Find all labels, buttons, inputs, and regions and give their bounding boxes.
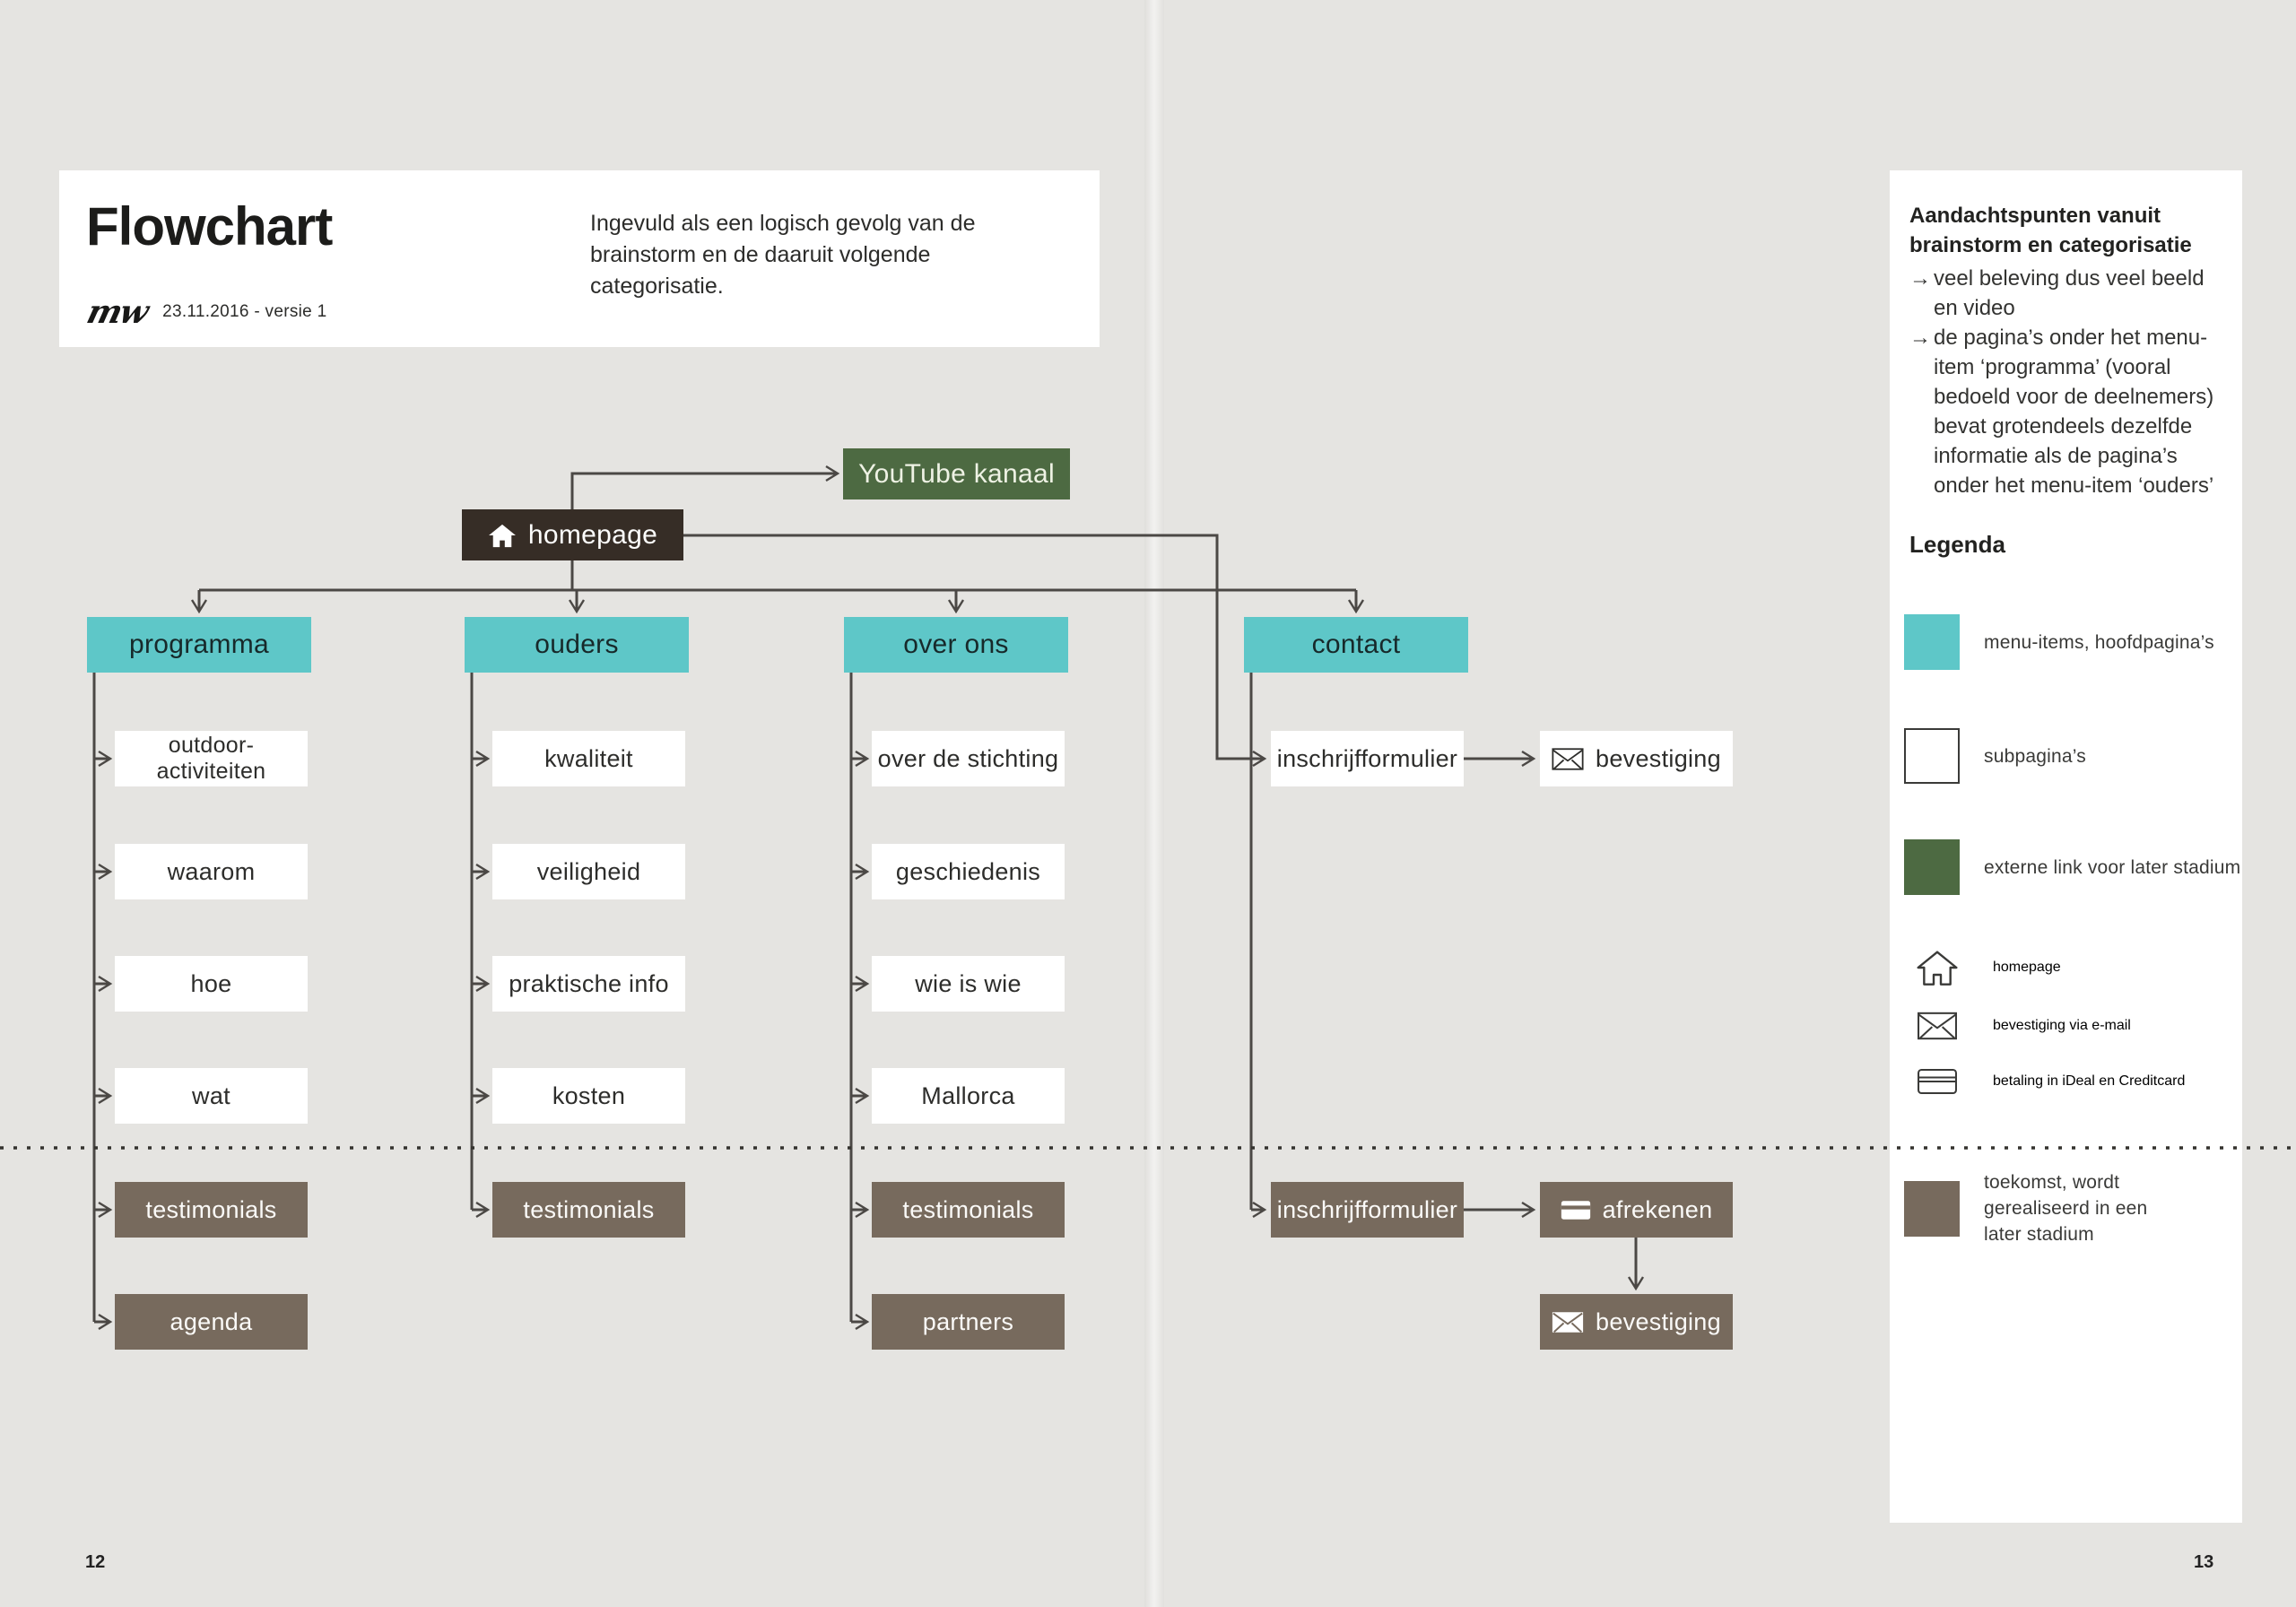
credit-card-icon (1918, 1068, 1957, 1095)
envelope-icon (1552, 747, 1584, 771)
white-swatch (1904, 728, 1960, 784)
node-label: partners (922, 1307, 1014, 1335)
node-bevestiging-future: bevestiging (1540, 1294, 1733, 1350)
node-label: wat (192, 1081, 230, 1109)
credit-card-icon (1561, 1198, 1591, 1222)
legend-label: betaling in iDeal en Creditcard (1993, 1073, 2186, 1089)
legend-label: toekomst, wordt gerealiseerd in een late… (1984, 1172, 2148, 1245)
version-date: 23.11.2016 - versie 1 (162, 302, 327, 321)
legend-item-external-link: externe link voor later stadium (1904, 839, 2240, 895)
node-label: homepage (527, 519, 658, 550)
legend-label: externe link voor later stadium (1984, 856, 2241, 878)
node-label: contact (1311, 630, 1401, 659)
node-outdoor-activiteiten: outdoor-activiteiten (115, 731, 308, 786)
node-label: veiligheid (536, 857, 641, 885)
node-label: Mallorca (921, 1081, 1015, 1109)
node-kosten: kosten (492, 1068, 685, 1124)
node-label: programma (128, 630, 270, 659)
node-menu-over-ons: over ons (844, 617, 1068, 673)
node-waarom: waarom (115, 844, 308, 899)
arrow-bullet-icon: → (1909, 326, 1931, 350)
node-label: agenda (170, 1307, 253, 1335)
node-label: testimonials (902, 1195, 1034, 1223)
node-label: testimonials (145, 1195, 277, 1223)
page-number-right: 13 (2194, 1552, 2214, 1572)
note-item: → veel beleving dus veel beeld en video (1909, 264, 2225, 323)
legend-item-homepage: homepage (1917, 950, 2061, 986)
node-label: testimonials (523, 1195, 655, 1223)
logo-row: mw 23.11.2016 - versie 1 (83, 293, 327, 331)
node-wat: wat (115, 1068, 308, 1124)
node-afrekenen: afrekenen (1540, 1182, 1733, 1238)
node-menu-programma: programma (87, 617, 311, 673)
note-text: de pagina’s onder het menu-item ‘program… (1934, 326, 2214, 498)
node-inschrijfformulier: inschrijfformulier (1271, 731, 1464, 786)
home-icon (488, 523, 517, 548)
node-praktische-info: praktische info (492, 956, 685, 1012)
node-inschrijfformulier-future: inschrijfformulier (1271, 1182, 1464, 1238)
legend-item-email: bevestiging via e-mail (1917, 1011, 2131, 1041)
node-youtube-kanaal: YouTube kanaal (843, 448, 1070, 499)
legend-label: bevestiging via e-mail (1993, 1018, 2131, 1033)
envelope-icon (1918, 1012, 1957, 1040)
legend-item-payment: betaling in iDeal en Creditcard (1917, 1066, 2185, 1097)
node-label: over de stichting (877, 744, 1059, 772)
page-spine (1144, 0, 1164, 1607)
node-label: bevestiging (1596, 1307, 1721, 1335)
node-testimonials-programma: testimonials (115, 1182, 308, 1238)
mw-logo: mw (83, 293, 152, 331)
legend-label: homepage (1993, 960, 2061, 975)
note-text: veel beleving dus veel beeld en video (1934, 266, 2205, 320)
node-label: wie is wie (915, 969, 1022, 997)
envelope-icon (1552, 1310, 1584, 1334)
legend-item-subpages: subpagina’s (1904, 728, 2086, 784)
arrow-bullet-icon: → (1909, 266, 1931, 291)
node-label: kosten (552, 1081, 626, 1109)
node-agenda: agenda (115, 1294, 308, 1350)
node-label: hoe (190, 969, 232, 997)
node-label: YouTube kanaal (858, 458, 1055, 489)
legend-title: Legenda (1909, 531, 2005, 558)
teal-swatch (1904, 614, 1960, 670)
home-icon (1917, 951, 1958, 986)
node-label: afrekenen (1602, 1195, 1713, 1223)
title-card: Flowchart mw 23.11.2016 - versie 1 Ingev… (59, 170, 1100, 347)
node-geschiedenis: geschiedenis (872, 844, 1065, 899)
node-label: waarom (167, 857, 256, 885)
node-menu-contact: contact (1244, 617, 1468, 673)
legend-item-future: toekomst, wordt gerealiseerd in een late… (1904, 1169, 2190, 1247)
legend-label: subpagina’s (1984, 745, 2086, 767)
node-label: over ons (903, 630, 1009, 659)
node-hoe: hoe (115, 956, 308, 1012)
page-title: Flowchart (86, 196, 333, 256)
node-testimonials-ouders: testimonials (492, 1182, 685, 1238)
page-number-left: 12 (85, 1552, 106, 1572)
brown-swatch (1904, 1180, 1960, 1237)
notes-title: Aandachtspunten vanuit brainstorm en cat… (1909, 204, 2192, 257)
node-over-de-stichting: over de stichting (872, 731, 1065, 786)
node-kwaliteit: kwaliteit (492, 731, 685, 786)
intro-text: Ingevuld als een logisch gevolg van de b… (590, 211, 976, 299)
node-label: geschiedenis (895, 857, 1041, 885)
note-item: → de pagina’s onder het menu-item ‘progr… (1909, 323, 2225, 500)
node-label: bevestiging (1596, 744, 1721, 772)
node-homepage: homepage (462, 509, 683, 560)
node-partners: partners (872, 1294, 1065, 1350)
node-label: ouders (535, 630, 619, 659)
node-testimonials-overons: testimonials (872, 1182, 1065, 1238)
node-veiligheid: veiligheid (492, 844, 685, 899)
node-wie-is-wie: wie is wie (872, 956, 1065, 1012)
node-label: inschrijfformulier (1276, 744, 1458, 772)
node-label: outdoor-activiteiten (156, 733, 266, 784)
legend-item-menu-items: menu-items, hoofdpagina’s (1904, 614, 2214, 670)
node-mallorca: Mallorca (872, 1068, 1065, 1124)
node-label: inschrijfformulier (1276, 1195, 1458, 1223)
node-label: praktische info (509, 969, 669, 997)
green-swatch (1904, 839, 1960, 895)
node-menu-ouders: ouders (465, 617, 689, 673)
legend-panel: Aandachtspunten vanuit brainstorm en cat… (1890, 170, 2242, 1523)
legend-label: menu-items, hoofdpagina’s (1984, 631, 2214, 653)
node-bevestiging-email: bevestiging (1540, 731, 1733, 786)
node-label: kwaliteit (544, 744, 633, 772)
